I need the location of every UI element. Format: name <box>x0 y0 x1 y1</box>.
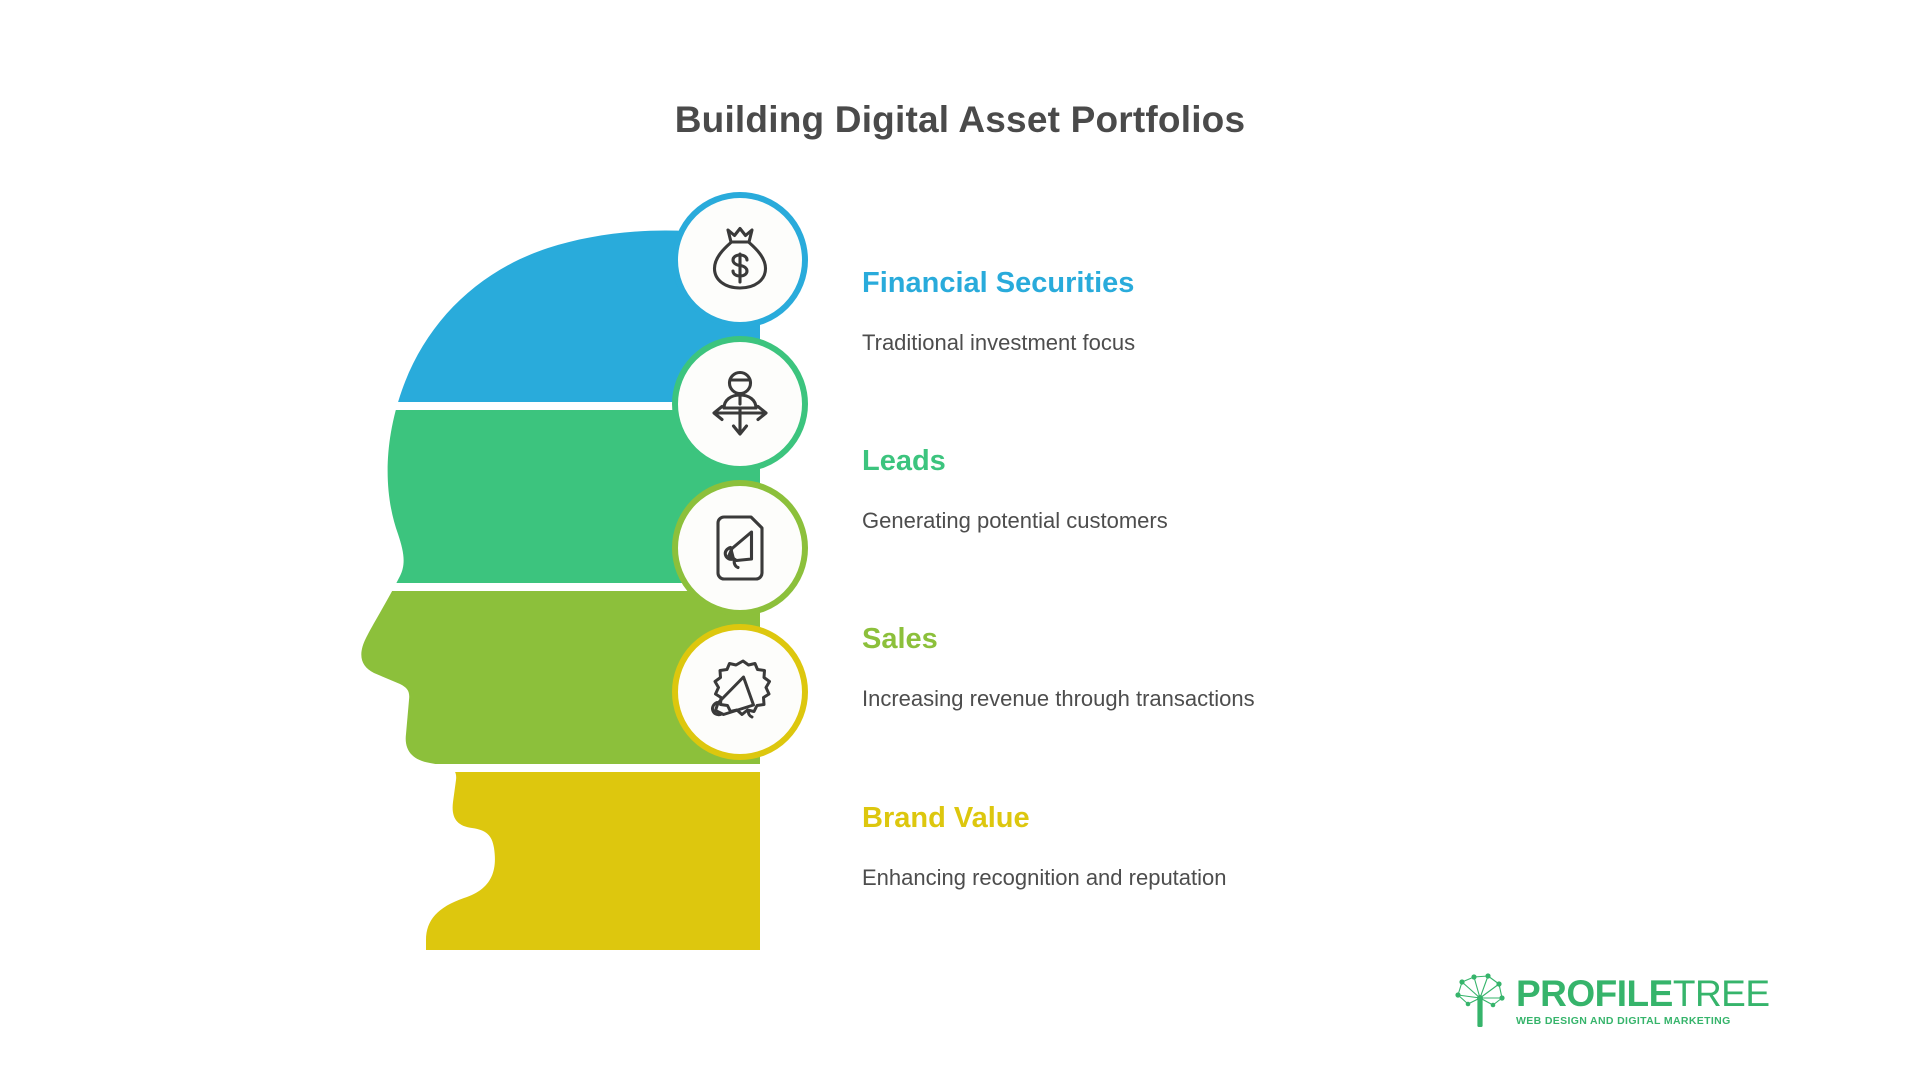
icon-badge-financial-securities[interactable] <box>672 192 808 328</box>
section-text-sales: Sales Increasing revenue through transac… <box>862 623 1255 714</box>
section-title-financial-securities: Financial Securities <box>862 267 1135 299</box>
section-description-brand-value: Enhancing recognition and reputation <box>862 865 1227 891</box>
document-megaphone-icon <box>703 511 777 585</box>
section-text-leads: Leads Generating potential customers <box>862 445 1168 536</box>
logo-wordmark: PROFILE TREE <box>1516 975 1770 1012</box>
logo-text-block: PROFILE TREE WEB DESIGN AND DIGITAL MARK… <box>1516 975 1770 1027</box>
page-title: Building Digital Asset Portfolios <box>674 99 1246 140</box>
section-text-brand-value: Brand Value Enhancing recognition and re… <box>862 802 1227 893</box>
icon-badge-brand-value[interactable] <box>672 624 808 760</box>
section-title-sales: Sales <box>862 623 938 655</box>
profiletree-logo: PROFILE TREE WEB DESIGN AND DIGITAL MARK… <box>1452 968 1770 1033</box>
section-title-brand-value: Brand Value <box>862 802 1030 834</box>
logo-word-profile: PROFILE <box>1516 972 1673 1014</box>
section-text-financial-securities: Financial Securities Traditional investm… <box>862 267 1135 358</box>
head-band-brand <box>361 772 760 950</box>
icon-badge-leads[interactable] <box>672 336 808 472</box>
person-expand-arrows-icon <box>703 367 777 441</box>
section-description-leads: Generating potential customers <box>862 508 1168 534</box>
section-title-leads: Leads <box>862 445 946 477</box>
logo-tagline: WEB DESIGN AND DIGITAL MARKETING <box>1516 1014 1731 1027</box>
section-description-sales: Increasing revenue through transactions <box>862 686 1255 712</box>
logo-word-tree: TREE <box>1672 972 1770 1014</box>
network-tree-icon <box>1452 968 1508 1033</box>
icon-badge-sales[interactable] <box>672 480 808 616</box>
money-bag-dollar-icon <box>703 223 777 297</box>
section-description-financial-securities: Traditional investment focus <box>862 330 1136 356</box>
starburst-megaphone-icon <box>703 655 777 729</box>
